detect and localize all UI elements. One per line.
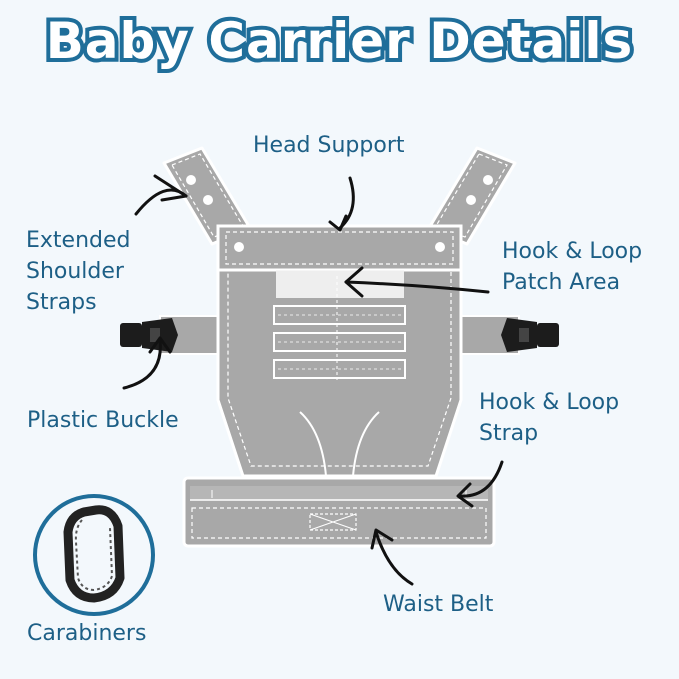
shoulder-strap-right	[427, 146, 517, 246]
label-hook-loop-strap: Hook & Loop Strap	[479, 390, 620, 446]
arrows	[122, 174, 504, 586]
plastic-buckle-right	[501, 318, 559, 352]
head-support	[216, 224, 463, 272]
label-waist-belt: Waist Belt	[383, 592, 494, 617]
label-plastic-buckle: Plastic Buckle	[27, 408, 179, 433]
label-hook-loop-patch-area: Hook & Loop Patch Area	[502, 239, 643, 295]
carabiner-callout	[33, 494, 155, 616]
label-carabiners: Carabiners	[27, 621, 147, 646]
page-title: Baby Carrier Details	[42, 8, 637, 74]
waist-belt	[182, 476, 496, 548]
label-extended-shoulder-straps: Extended Shoulder Straps	[26, 228, 131, 315]
plastic-buckle-left	[120, 318, 178, 352]
webbing-rows	[273, 276, 406, 380]
label-head-support: Head Support	[253, 133, 405, 158]
